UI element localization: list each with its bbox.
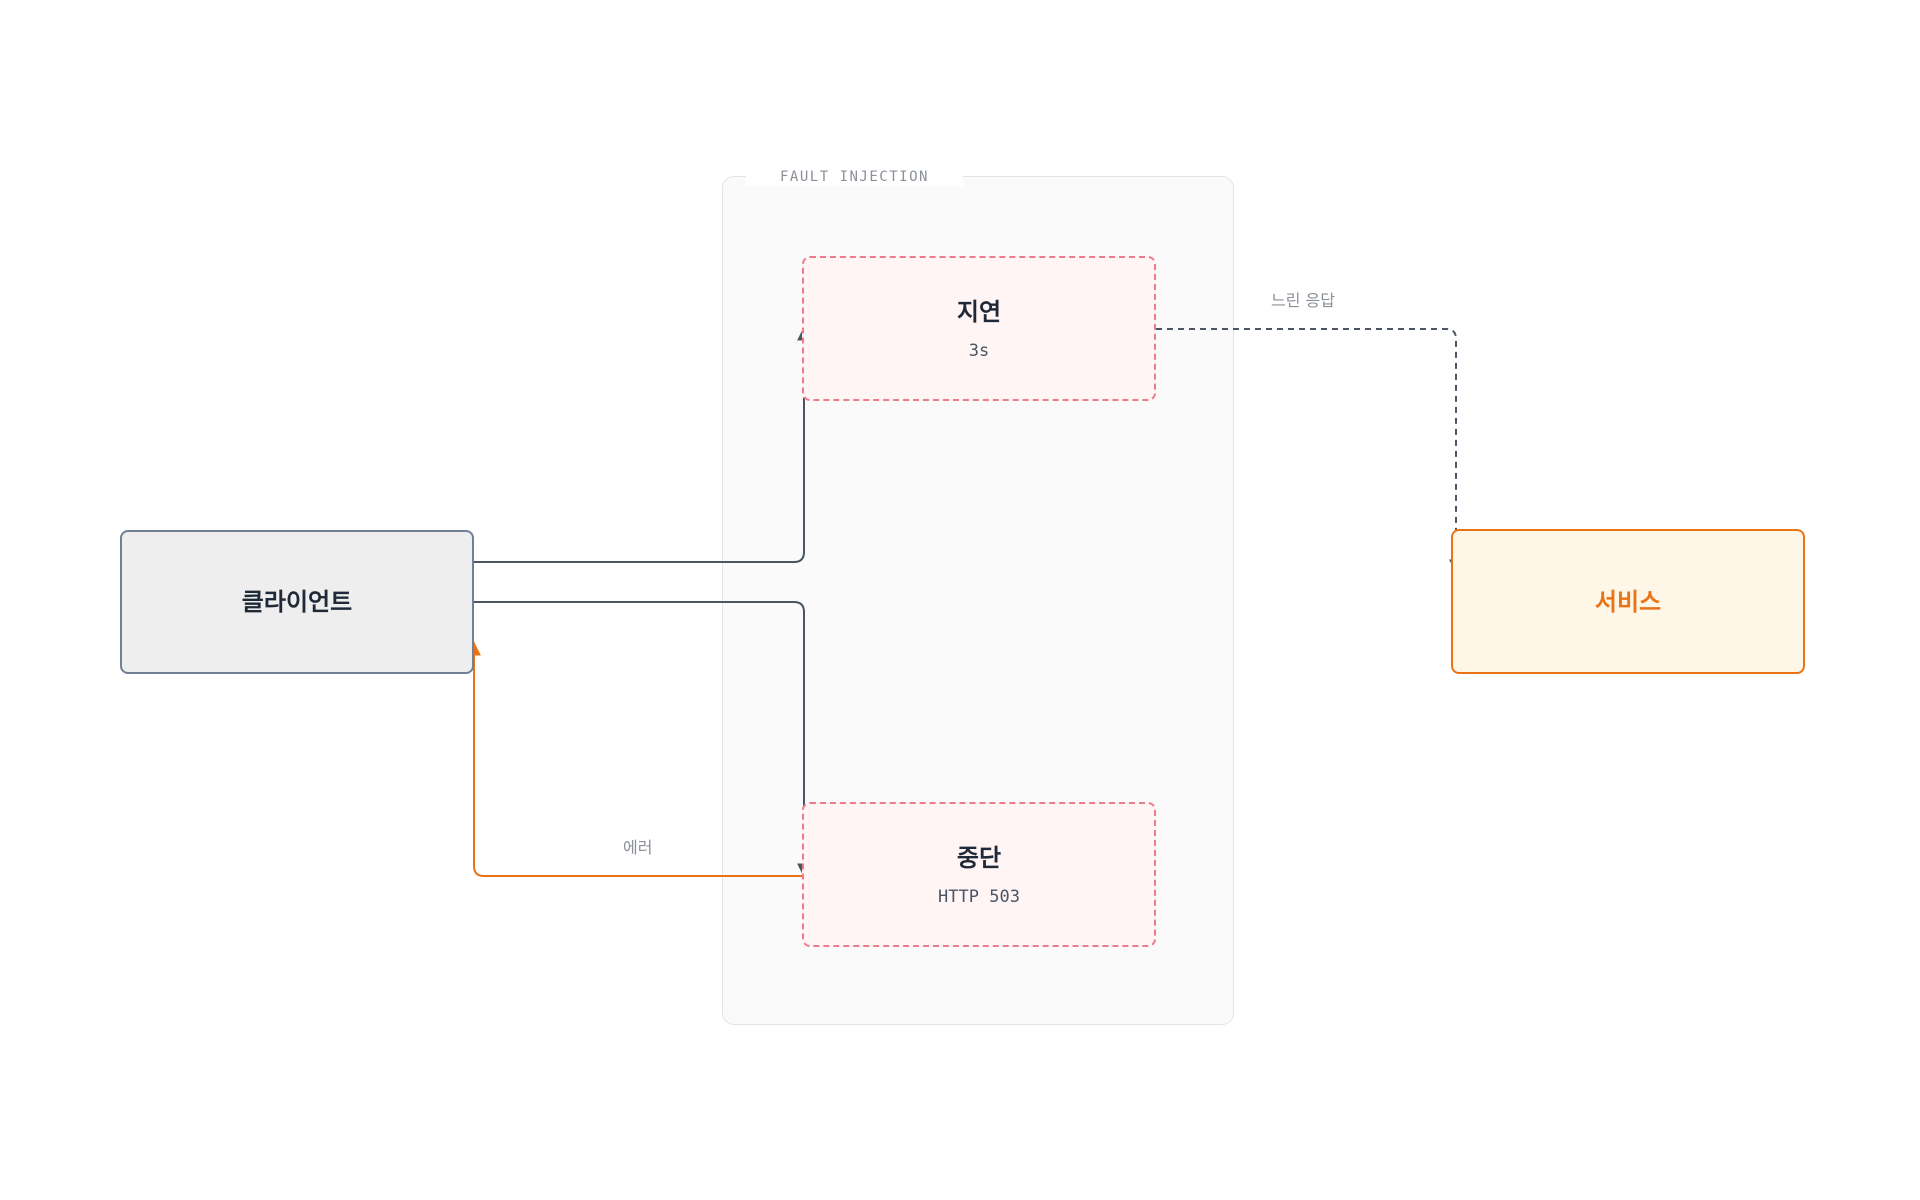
edge-abort-to-client-error [467, 641, 804, 877]
service-node-title: 서비스 [1594, 587, 1662, 616]
delay-fault-node: 지연 3s [802, 256, 1156, 401]
client-node-title: 클라이언트 [241, 588, 353, 616]
edge-client-to-abort [474, 601, 811, 878]
abort-fault-node: 중단 HTTP 503 [802, 802, 1156, 947]
error-edge-label: 에러 [623, 838, 653, 857]
fault-injection-group-label: FAULT INJECTION [746, 168, 963, 186]
client-node: 클라이언트 [120, 530, 474, 674]
delay-fault-value: 3s [968, 340, 990, 361]
edge-delay-to-service [1156, 328, 1463, 574]
abort-fault-value: HTTP 503 [938, 886, 1020, 907]
edge-client-to-delay [474, 326, 811, 563]
service-node: 서비스 [1451, 529, 1805, 674]
slow-response-edge-label: 느린 응답 [1271, 291, 1335, 310]
delay-fault-title: 지연 [956, 297, 1002, 326]
abort-fault-title: 중단 [956, 843, 1002, 872]
